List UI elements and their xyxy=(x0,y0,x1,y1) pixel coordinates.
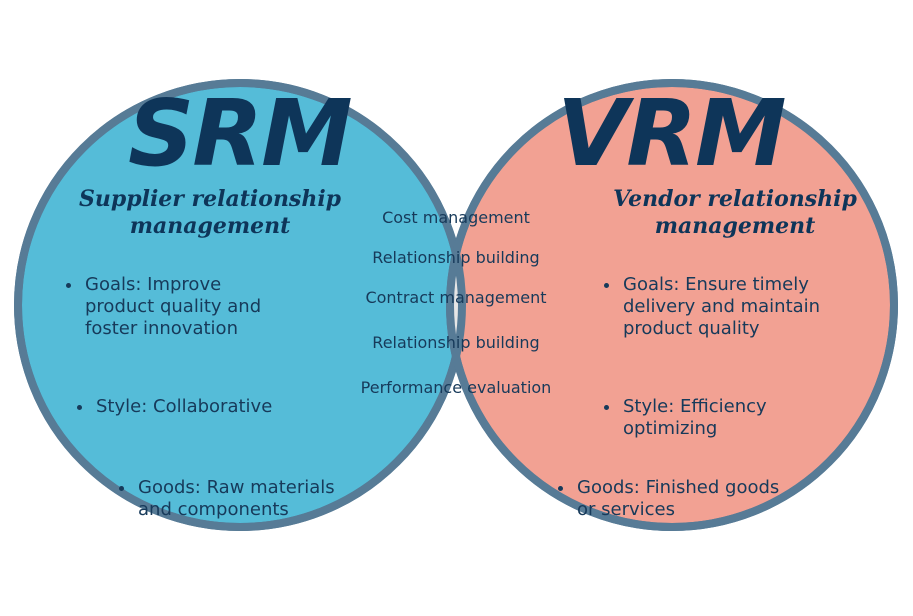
bullet-text: Style: Efficiency optimizing xyxy=(623,396,767,440)
bullet-line: and components xyxy=(138,499,289,520)
bullet-dot xyxy=(604,405,609,410)
bullet-text: Style: Collaborative xyxy=(96,396,272,418)
shared-item: Relationship building xyxy=(372,333,540,352)
vrm-subtitle-line: Vendor relationship xyxy=(613,186,857,212)
shared-item: Performance evaluation xyxy=(360,378,552,397)
vrm-circle-outline xyxy=(446,79,898,531)
bullet-line: Style: Collaborative xyxy=(96,396,273,417)
srm-subtitle-line: management xyxy=(129,213,291,239)
bullet-line: Style: Efficiency xyxy=(623,396,767,417)
bullet-line: or services xyxy=(577,499,675,520)
bullet-dot xyxy=(558,486,563,491)
bullet-text: Goods: Raw materials and components xyxy=(138,477,335,521)
bullet-dot xyxy=(66,283,71,288)
vrm-subtitle: Vendor relationship management xyxy=(565,186,905,240)
vrm-title: VRM xyxy=(557,80,787,187)
shared-item: Relationship building xyxy=(372,248,540,267)
srm-subtitle-line: Supplier relationship xyxy=(78,186,342,212)
shared-item: Contract management xyxy=(365,288,547,307)
bullet-line: Goals: Ensure timely xyxy=(623,274,809,295)
bullet-text: Goods: Finished goods or services xyxy=(577,477,779,521)
bullet-line: Goals: Improve xyxy=(85,274,222,295)
bullet-text: Goals: Ensure timely delivery and mainta… xyxy=(623,274,820,340)
shared-item: Cost management xyxy=(382,208,530,227)
bullet-dot xyxy=(77,405,82,410)
srm-title: SRM xyxy=(128,80,353,187)
bullet-dot xyxy=(604,283,609,288)
bullet-line: Goods: Raw materials xyxy=(138,477,335,498)
bullet-text: Goals: Improve product quality and foste… xyxy=(85,274,261,340)
srm-circle-outline xyxy=(14,79,466,531)
bullet-dot xyxy=(119,486,124,491)
bullet-line: foster innovation xyxy=(85,318,238,339)
bullet-line: product quality xyxy=(623,318,760,339)
vrm-subtitle-line: management xyxy=(654,213,816,239)
srm-subtitle: Supplier relationship management xyxy=(60,186,360,240)
bullet-line: optimizing xyxy=(623,418,718,439)
bullet-line: Goods: Finished goods xyxy=(577,477,780,498)
bullet-line: product quality and xyxy=(85,296,262,317)
bullet-line: delivery and maintain xyxy=(623,296,821,317)
